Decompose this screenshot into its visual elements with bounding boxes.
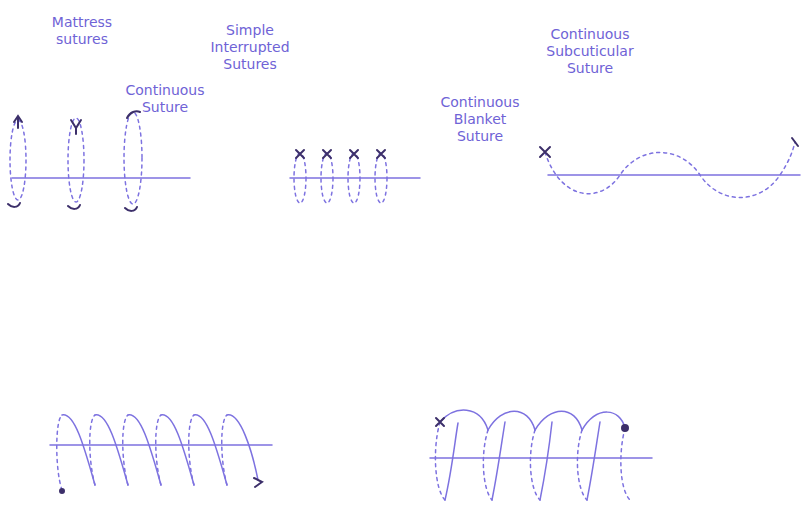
suture-label: Continuous Blanket Suture xyxy=(440,94,519,145)
suture-label: Continuous Subcuticular Suture xyxy=(546,26,633,77)
suture-label: Mattress sutures xyxy=(52,14,112,48)
suture-label: Simple Interrupted Sutures xyxy=(210,22,289,73)
suture-label: Continuous Suture xyxy=(125,82,204,116)
